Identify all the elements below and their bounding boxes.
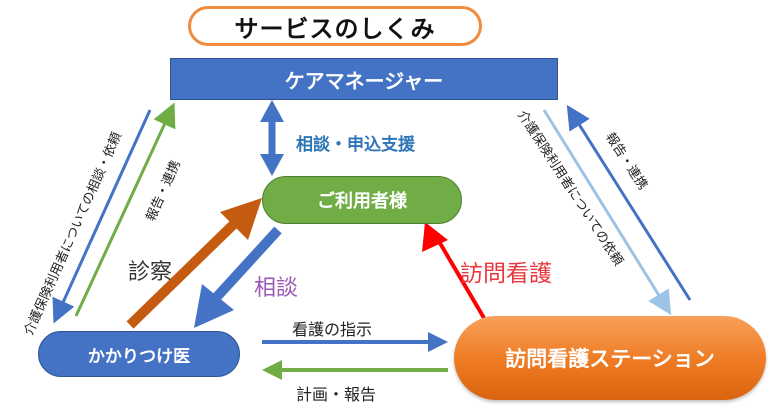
plan-report-label: 計画・報告: [296, 385, 377, 404]
station-to-cm-arrow: [566, 104, 692, 301]
doctor-to-cm-arrow: [74, 102, 176, 317]
doctor-to-user-arrow: [126, 198, 262, 329]
cm-to-doctor-arrow: [52, 109, 152, 324]
examination-label: 診察: [128, 260, 173, 285]
user-node: ご利用者様: [262, 176, 462, 224]
consult-label: 相談: [254, 276, 299, 301]
cm-user-double-arrow: [260, 100, 284, 176]
doctor-node: かかりつけ医: [38, 331, 240, 377]
nursing-instruction-label: 看護の指示: [292, 320, 373, 339]
consult-support-label: 相談・申込支援: [296, 135, 415, 155]
station-to-doctor-arrow: [262, 360, 448, 380]
care-manager-node: ケアマネージャー: [170, 58, 558, 100]
home-nursing-label: 訪問看護: [460, 261, 552, 287]
doctor-to-station-arrow: [262, 332, 448, 352]
user-to-doctor-arrow: [194, 226, 282, 328]
page-title: サービスのしくみ: [188, 6, 482, 46]
cm-to-station-arrow: [542, 109, 672, 316]
station-to-user-arrow: [422, 222, 486, 320]
station-node: 訪問看護ステーション: [454, 316, 766, 400]
